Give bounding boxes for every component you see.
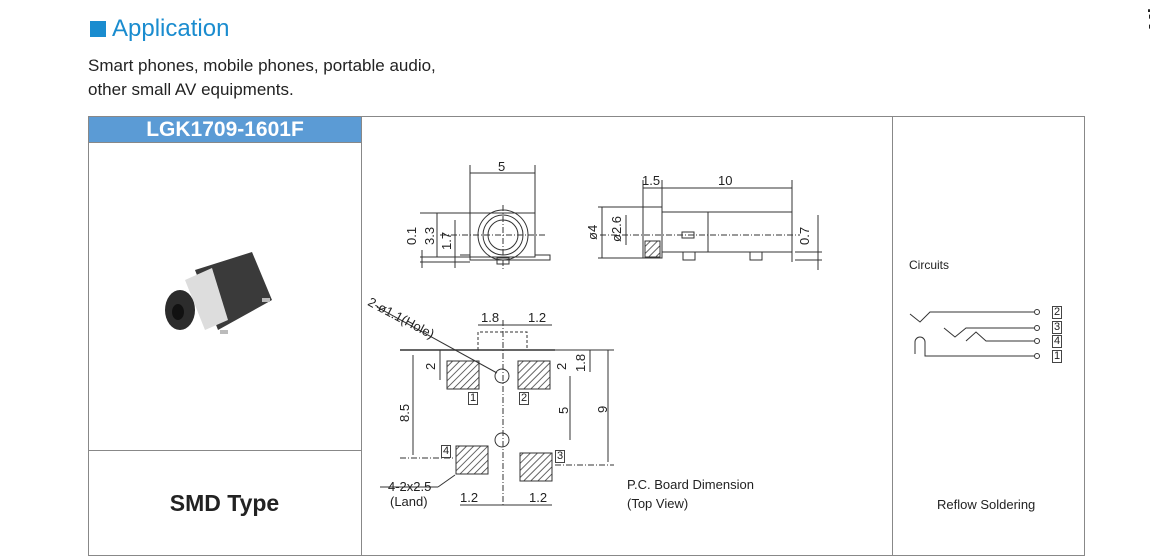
product-photo (165, 252, 272, 334)
dim-pcb-9: 9 (595, 405, 610, 413)
technical-drawings (165, 165, 1040, 506)
pcb-layout-drawing (376, 306, 614, 506)
dim-pcb-2b: 2 (554, 362, 569, 370)
mount-type: SMD Type (169, 490, 280, 516)
dim-side-dia2: ø2.6 (609, 215, 624, 242)
description-line-2: other small AV equipments. (88, 80, 294, 99)
circuit-pin-4: 4 (1052, 335, 1063, 348)
dim-side-offset: 0.7 (797, 226, 812, 245)
circuit-pin-1: 1 (1052, 350, 1063, 363)
pin-label-2: 2 (519, 392, 530, 405)
pin-label-4: 4 (441, 445, 452, 458)
dim-pcb-8-5: 8.5 (397, 403, 412, 422)
dim-front-d3: 1.7 (439, 231, 454, 250)
column-divider (892, 116, 893, 556)
pin-label-3: 3 (555, 450, 566, 463)
dim-side-dia1: ø4 (585, 224, 600, 240)
circuits-label: Circuits (909, 258, 950, 272)
pcb-caption: P.C. Board Dimension (627, 477, 754, 492)
dim-pcb-bottom1: 1.2 (460, 490, 479, 505)
circuit-pin-2: 2 (1052, 306, 1063, 319)
circuit-diagram (909, 309, 1040, 359)
front-view-drawing (420, 165, 551, 270)
dim-side-len1: 1.5 (642, 173, 661, 188)
pin-label-1: 1 (468, 392, 479, 405)
soldering-method: Reflow Soldering (937, 497, 1036, 512)
model-header: LGK1709-1601F (89, 117, 361, 143)
land-callout: 4-2x2.5 (388, 479, 432, 494)
section-title: Application (112, 15, 230, 42)
description-line-1: Smart phones, mobile phones, portable au… (88, 56, 436, 75)
dim-pcb-5: 5 (556, 406, 571, 414)
dim-side-len2: 10 (718, 173, 733, 188)
dim-pcb-bottom2: 1.2 (529, 490, 548, 505)
circuit-pin-3: 3 (1052, 321, 1063, 334)
dim-pcb-top1: 1.8 (481, 310, 500, 325)
dim-pcb-1-8: 1.8 (573, 353, 588, 372)
dim-front-d1: 0.1 (404, 226, 419, 245)
land-callout-2: (Land) (390, 494, 428, 509)
pcb-caption-view: (Top View) (627, 496, 689, 511)
dim-front-width: 5 (498, 159, 506, 174)
section-square-icon (90, 21, 106, 37)
dim-pcb-2: 2 (423, 362, 438, 370)
row-divider (88, 450, 361, 451)
column-divider (361, 116, 362, 556)
side-view-drawing (598, 180, 822, 270)
dim-front-d2: 3.3 (422, 226, 437, 245)
dim-pcb-top2: 1.2 (528, 310, 547, 325)
